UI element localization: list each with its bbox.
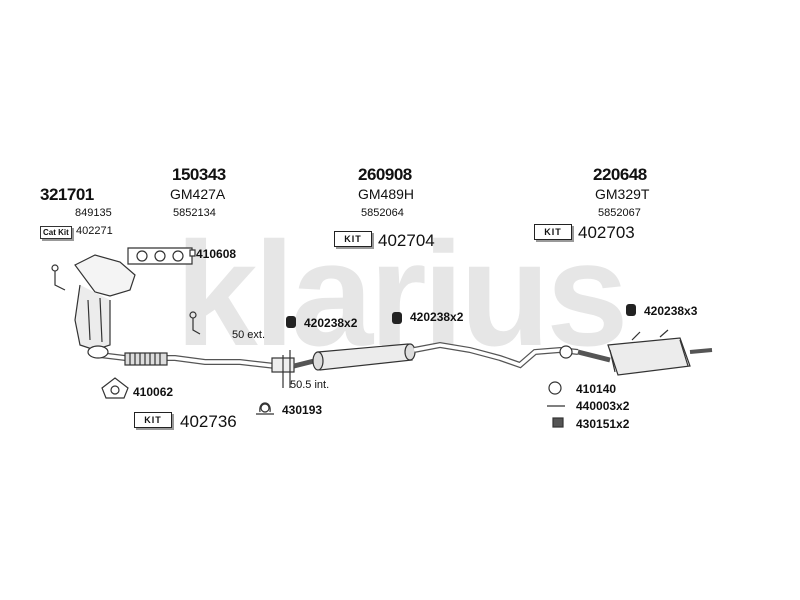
clamp-430193-icon: [256, 402, 274, 415]
front-pipe: [87, 345, 276, 369]
manifold-gasket: [127, 247, 193, 265]
kit-number-402703[interactable]: 402703: [578, 223, 635, 242]
mount-430151-icon: [552, 417, 564, 428]
centre-silencer: [293, 343, 416, 371]
oe-ref-5852134: 5852134: [173, 207, 216, 219]
intermediate-pipe: [413, 341, 579, 369]
kit-badge-402736: KIT: [134, 412, 172, 428]
catalytic-converter: [51, 254, 136, 359]
oe-code-gm489h: GM489H: [358, 186, 415, 202]
note-int: 50.5 int.: [290, 379, 330, 391]
part-430151[interactable]: 430151x2: [576, 417, 630, 431]
gasket-410062-icon: [101, 377, 129, 399]
oe-code-gm427a: GM427A: [170, 186, 226, 202]
oe-ref-849135: 849135: [75, 207, 112, 219]
part-440003[interactable]: 440003x2: [576, 399, 630, 413]
oe-ref-5852067: 5852067: [598, 207, 641, 219]
part-number-150343[interactable]: 150343: [172, 165, 226, 184]
oe-ref-5852064: 5852064: [361, 207, 404, 219]
oe-ref-402271: 402271: [76, 225, 113, 237]
kit-number-402704[interactable]: 402704: [378, 231, 435, 250]
part-410062[interactable]: 410062: [133, 385, 174, 399]
part-number-260908[interactable]: 260908: [358, 165, 412, 184]
gasket-410608-icon: [189, 249, 196, 257]
ring-410140-icon: [548, 381, 562, 395]
rear-silencer: [577, 329, 713, 376]
part-430193[interactable]: 430193: [282, 403, 323, 417]
kit-badge-402704: KIT: [334, 231, 372, 247]
oxygen-sensor: [189, 311, 201, 335]
kit-number-402736[interactable]: 402736: [180, 412, 237, 431]
part-number-220648[interactable]: 220648: [593, 165, 647, 184]
oe-code-gm329t: GM329T: [595, 186, 650, 202]
part-number-321701[interactable]: 321701: [40, 185, 94, 204]
rubber-mounts: [286, 304, 636, 328]
note-ext: 50 ext.: [232, 329, 266, 341]
part-420238-front[interactable]: 420238x2: [304, 316, 358, 330]
part-410608[interactable]: 410608: [196, 247, 237, 261]
part-410140[interactable]: 410140: [576, 382, 617, 396]
part-420238-centre[interactable]: 420238x2: [410, 310, 464, 324]
part-420238-rear[interactable]: 420238x3: [644, 304, 698, 318]
kit-badge-402703: KIT: [534, 224, 572, 240]
cat-kit-badge: Cat Kit: [40, 226, 72, 239]
